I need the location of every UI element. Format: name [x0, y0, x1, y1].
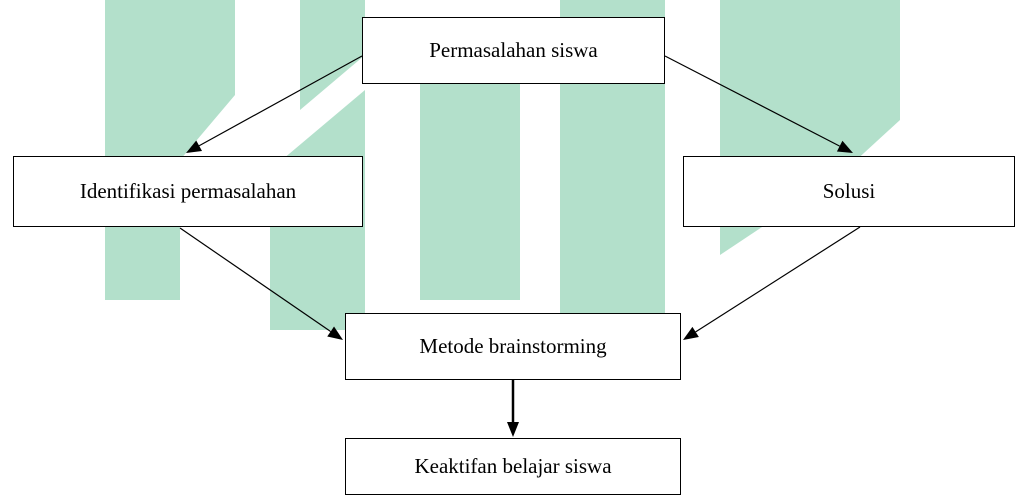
node-label: Permasalahan siswa [429, 38, 598, 62]
arrowhead-solusi [836, 140, 853, 153]
node-label: Metode brainstorming [419, 334, 607, 358]
node-label: Keaktifan belajar siswa [414, 454, 612, 478]
node-label: Solusi [822, 179, 876, 203]
node-metode-brainstorming: Metode brainstorming [345, 313, 681, 380]
arrowhead-identifikasi_permasalahan [186, 140, 203, 153]
arrowhead-metode_brainstorming [683, 326, 699, 340]
node-label: Identifikasi permasalahan [79, 179, 297, 203]
connector-permasalahan_siswa-to-solusi [664, 55, 840, 147]
node-identifikasi-permasalahan: Identifikasi permasalahan [13, 156, 363, 227]
watermark-center-bar [420, 80, 520, 300]
connector-identifikasi_permasalahan-to-metode_brainstorming [179, 227, 331, 332]
connector-permasalahan_siswa-to-identifikasi_permasalahan [198, 55, 363, 147]
node-solusi: Solusi [683, 156, 1015, 227]
arrowhead-metode_brainstorming [327, 326, 343, 340]
node-keaktifan-belajar-siswa: Keaktifan belajar siswa [345, 438, 681, 495]
arrowhead-keaktifan_belajar_siswa [507, 422, 519, 437]
connector-solusi-to-metode_brainstorming [695, 226, 861, 333]
node-permasalahan-siswa: Permasalahan siswa [362, 17, 665, 84]
